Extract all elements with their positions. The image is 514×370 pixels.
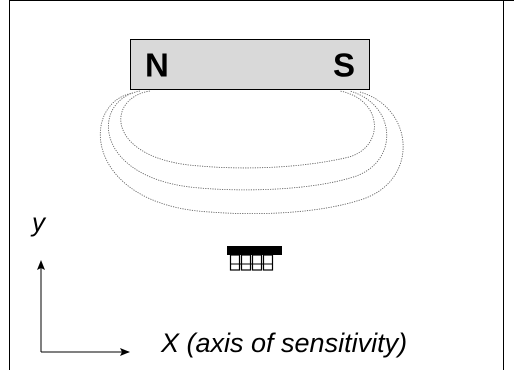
field-line-inner xyxy=(120,90,375,169)
sensor-pin-2 xyxy=(240,254,252,271)
y-axis xyxy=(37,260,45,352)
y-axis-arrowhead xyxy=(37,260,45,270)
south-pole-label: S xyxy=(332,46,355,83)
field-line-outer xyxy=(100,91,404,215)
sensor-chip xyxy=(227,246,282,271)
sensor-pin-1 xyxy=(229,254,241,271)
field-line-middle xyxy=(108,90,387,191)
sensor-pin-3 xyxy=(251,254,263,271)
sensor-pin-4 xyxy=(262,254,274,271)
sensor-body xyxy=(227,246,282,255)
y-axis-label: y xyxy=(32,207,45,237)
x-axis xyxy=(41,348,130,356)
field-lines xyxy=(100,90,404,215)
x-axis-arrowhead xyxy=(120,348,130,356)
north-pole-label: N xyxy=(145,46,169,83)
bar-magnet: N S xyxy=(130,39,370,90)
x-axis-label: X (axis of sensitivity) xyxy=(161,328,408,358)
